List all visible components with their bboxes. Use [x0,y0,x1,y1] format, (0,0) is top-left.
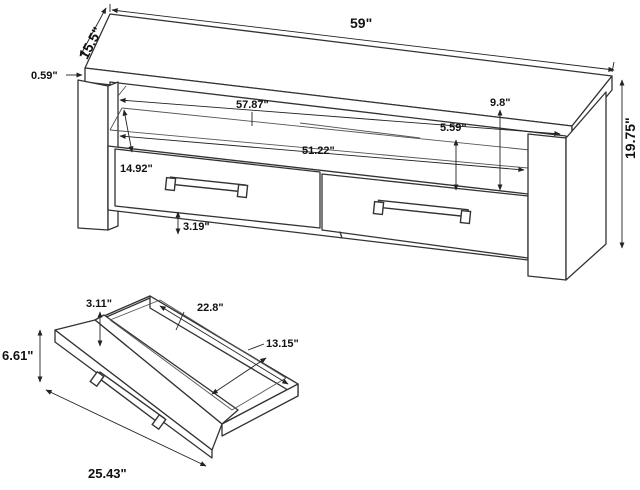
stand-left-leg [77,79,109,231]
stand-shelf-width-label: 51.22" [302,145,335,157]
right-drawer-handle-post-a [372,200,385,216]
dim-line-drawer-width [45,389,207,467]
drawer-right-rim [221,383,299,437]
stand-shelf-depth-label: 14.92" [120,163,153,175]
drawer-width-label: 25.43" [88,466,127,481]
dim-line-interior-width [119,97,561,137]
dim-line-depth [79,7,107,57]
stand-right-leg-side [565,91,607,281]
ext-line-width-right [611,61,615,73]
drawer-dimensions [37,305,289,467]
dim-line-shelf-depth [122,109,134,153]
stand-foot [339,231,343,239]
tv-stand-drawing [77,13,613,281]
stand-right-leg [527,133,567,281]
drawer-inner-back-edge [109,299,161,321]
drawer-drawing [54,295,299,459]
stand-top-thickness-label: 0.59" [31,70,58,82]
drawer-interior-width-label: 22.8" [197,302,224,314]
drawer-interior-height-label: 3.11" [86,298,112,310]
drawer-interior-depth-label: 13.15" [266,338,299,350]
leader-drawer-interior-depth [247,343,265,351]
stand-dimensions [66,4,625,249]
drawer-height-label: 6.61" [2,348,33,363]
stand-floor-clearance-label: 3.19" [183,221,210,233]
leader-drawer-interior-width [175,311,185,331]
right-drawer-handle-post-b [459,209,472,225]
left-drawer-handle-post-a [164,176,177,192]
dim-line-width [111,8,615,72]
drawer-handle-post-a [89,370,105,388]
stand-shelf-opening-label: 5.59" [440,122,467,134]
dim-line-drawer-interior-depth [211,357,267,395]
stand-height-label: 19.75" [622,117,638,159]
left-drawer-handle-post-b [236,183,249,199]
shelf-upper-edge [117,85,127,97]
stand-width-label: 59" [350,15,372,31]
stand-interior-width-label: 57.87" [236,99,269,111]
stand-upper-opening-label: 9.8" [490,97,511,109]
